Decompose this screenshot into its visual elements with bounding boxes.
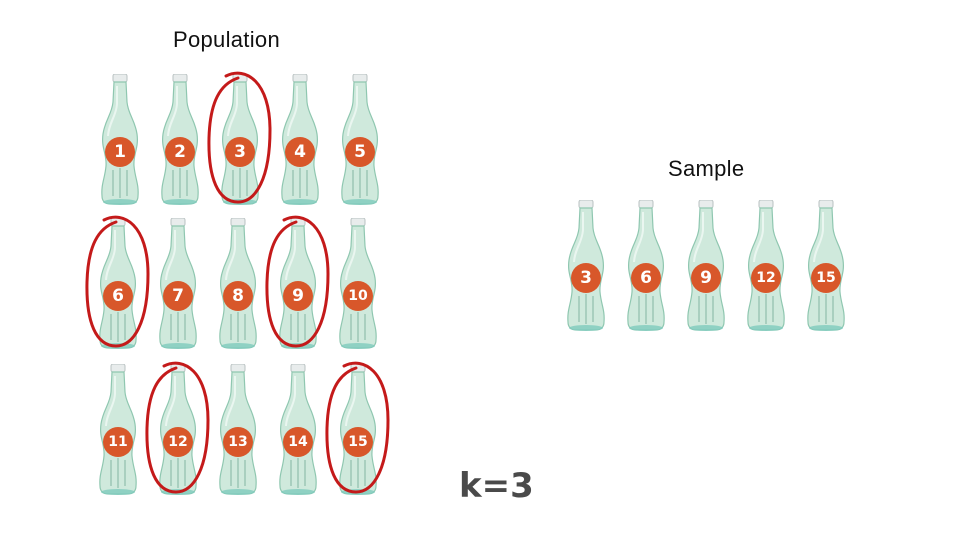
population-bottle-number: 10 <box>343 281 373 311</box>
population-bottle-8: 8 <box>215 218 261 350</box>
population-bottle-number: 12 <box>163 427 193 457</box>
population-bottle-number: 9 <box>283 281 313 311</box>
population-bottle-2: 2 <box>157 74 203 206</box>
sample-bottle-number: 6 <box>631 263 661 293</box>
population-bottle-7: 7 <box>155 218 201 350</box>
sample-bottle-number: 15 <box>811 263 841 293</box>
selection-circle <box>207 71 272 204</box>
population-bottle-number: 14 <box>283 427 313 457</box>
population-bottle-10: 10 <box>335 218 381 350</box>
sample-title: Sample <box>668 156 745 181</box>
selection-circle <box>325 361 390 494</box>
selection-circle <box>265 215 330 348</box>
population-bottle-number: 5 <box>345 137 375 167</box>
selection-circle <box>85 215 150 348</box>
sample-bottle-6: 6 <box>623 200 669 332</box>
population-title: Population <box>173 27 280 52</box>
population-bottle-9: 9 <box>275 218 321 350</box>
population-bottle-number: 11 <box>103 427 133 457</box>
selection-circle <box>145 361 210 494</box>
sample-bottle-12: 12 <box>743 200 789 332</box>
population-bottle-5: 5 <box>337 74 383 206</box>
population-bottle-1: 1 <box>97 74 143 206</box>
population-bottle-number: 2 <box>165 137 195 167</box>
sample-bottle-number: 3 <box>571 263 601 293</box>
population-bottle-number: 1 <box>105 137 135 167</box>
k-interval-label: k=3 <box>459 466 534 506</box>
population-bottle-number: 7 <box>163 281 193 311</box>
population-bottle-4: 4 <box>277 74 323 206</box>
sample-bottle-number: 12 <box>751 263 781 293</box>
sample-bottle-9: 9 <box>683 200 729 332</box>
population-bottle-number: 4 <box>285 137 315 167</box>
population-bottle-15: 15 <box>335 364 381 496</box>
population-bottle-14: 14 <box>275 364 321 496</box>
population-bottle-number: 8 <box>223 281 253 311</box>
population-bottle-13: 13 <box>215 364 261 496</box>
sample-bottle-3: 3 <box>563 200 609 332</box>
population-bottle-11: 11 <box>95 364 141 496</box>
population-bottle-number: 13 <box>223 427 253 457</box>
population-bottle-number: 6 <box>103 281 133 311</box>
sample-bottle-number: 9 <box>691 263 721 293</box>
sample-bottle-15: 15 <box>803 200 849 332</box>
population-bottle-6: 6 <box>95 218 141 350</box>
population-bottle-number: 15 <box>343 427 373 457</box>
population-bottle-number: 3 <box>225 137 255 167</box>
